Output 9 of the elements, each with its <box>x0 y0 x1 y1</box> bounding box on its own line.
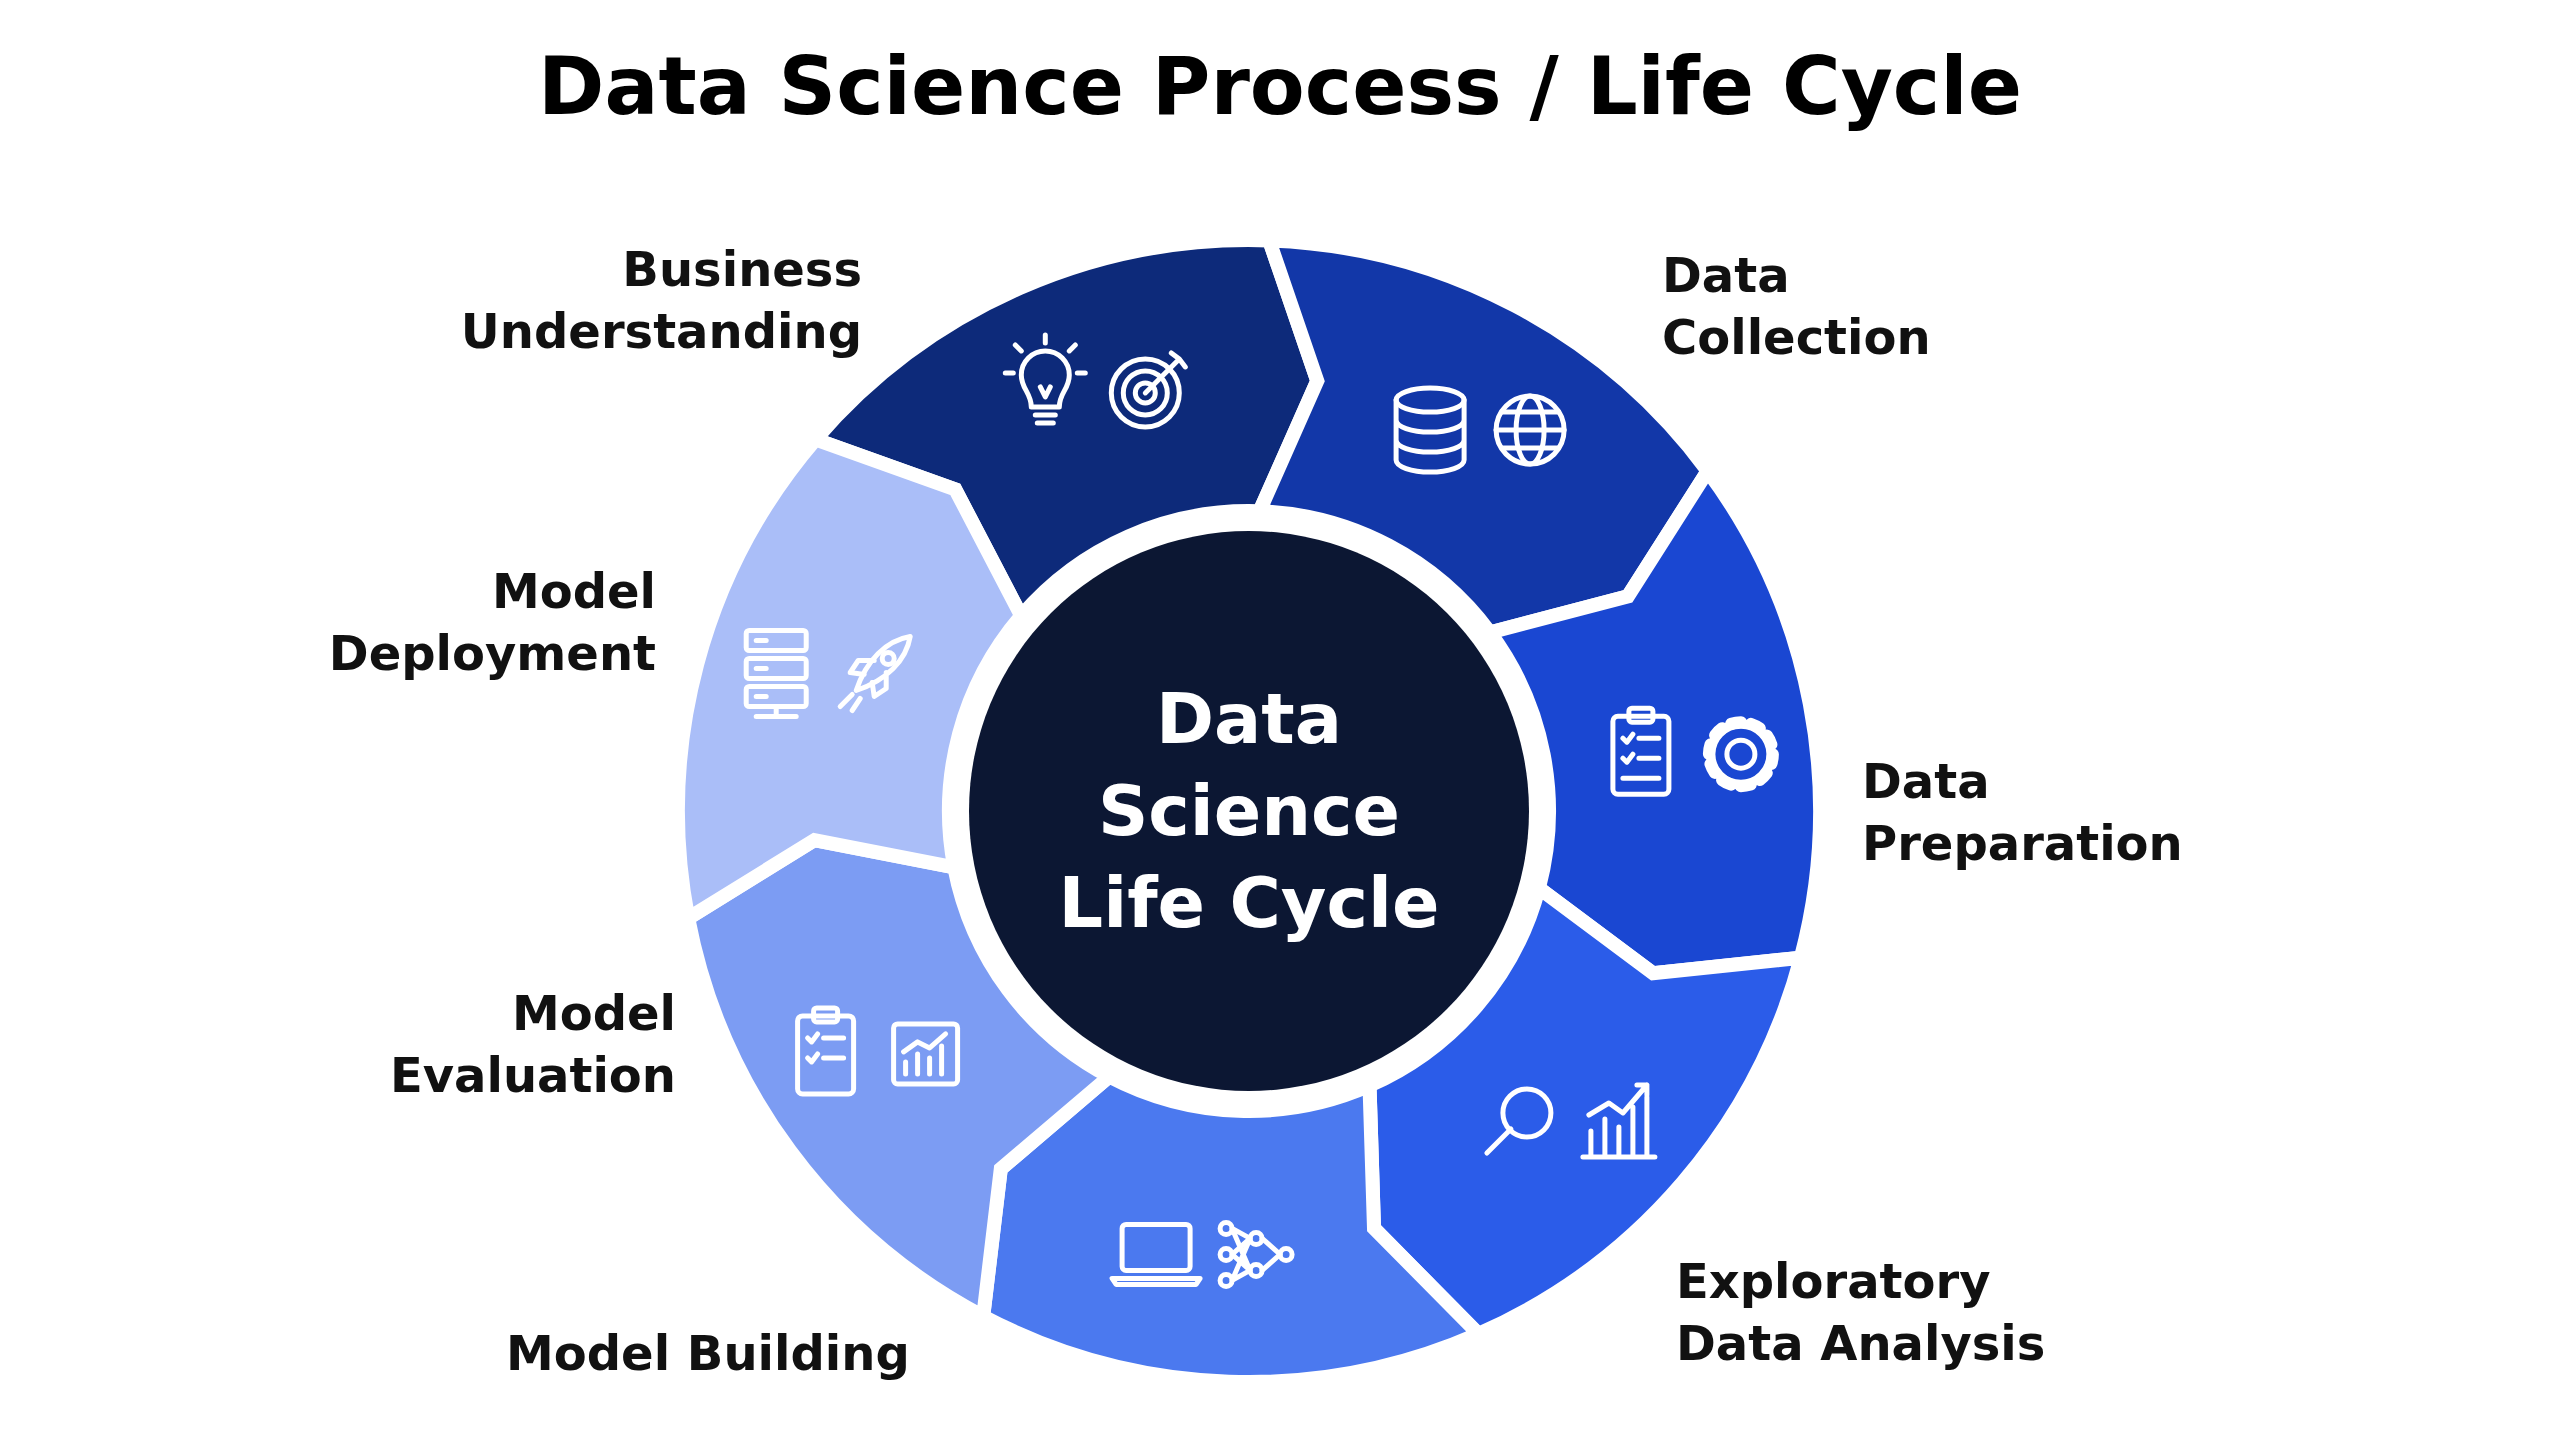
stage-label: Exploratory Data Analysis <box>1676 1253 2046 1371</box>
hub-label: Data Science Life Cycle <box>1057 677 1441 946</box>
stage-label: Data Preparation <box>1862 753 2183 871</box>
stage-label: Model Building <box>506 1325 910 1381</box>
stage-label: Model Deployment <box>328 563 656 681</box>
stage-label: Model Evaluation <box>389 985 676 1103</box>
stage-label: Business Understanding <box>460 241 862 359</box>
diagram-title: Data Science Process / Life Cycle <box>538 40 2022 133</box>
stage-label: Data Collection <box>1662 247 1931 365</box>
